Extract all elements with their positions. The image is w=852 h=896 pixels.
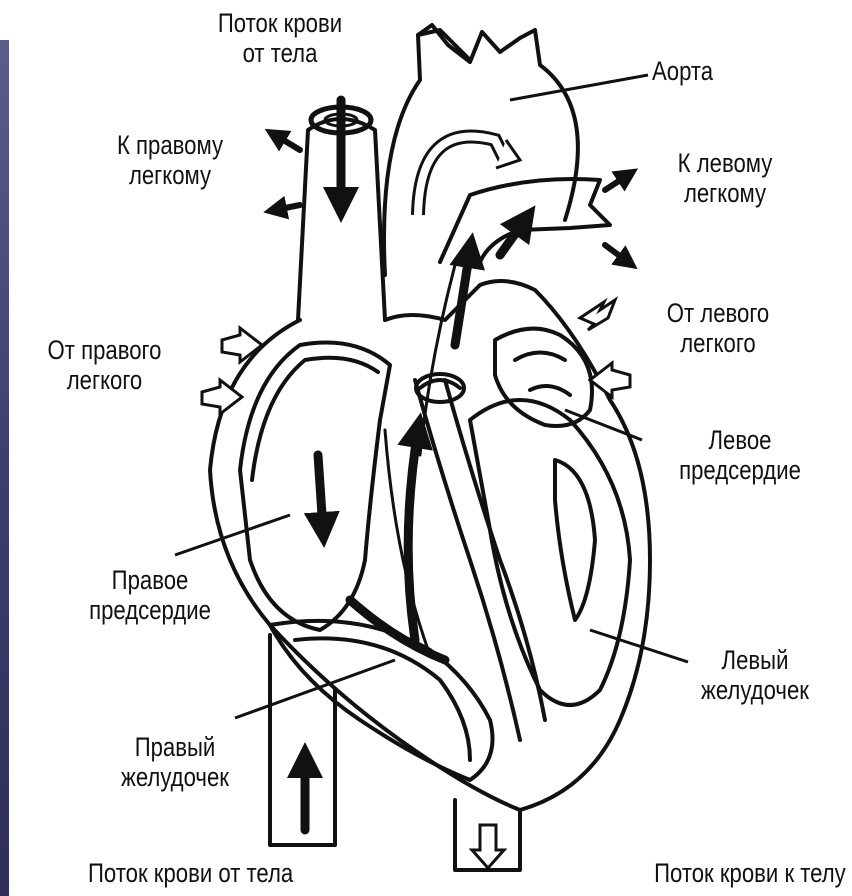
aorta-outline [384,25,578,275]
flow-arrow-ventricle [350,600,445,660]
flow-arrow-up-ventricle [408,430,418,640]
label-aorta: Аорта [652,56,713,86]
arrow-to-right-lung-1 [275,135,300,150]
leader-right-atrium [175,515,290,555]
flow-arrow-right-atrium [318,455,323,530]
leader-aorta [510,75,648,100]
label-to-left-lung: К левому легкому [655,148,794,208]
arrow-to-left-lung-2 [605,245,628,262]
label-left-ventricle: Левый желудочек [677,645,833,705]
arrow-from-right-lung-1 [222,328,262,362]
arrow-from-left-lung-2 [590,363,630,397]
label-right-ventricle: Правый желудочек [93,732,257,792]
label-flow-from-body-bottom: Поток крови от тела [88,858,293,888]
label-to-right-lung: К правому легкому [92,130,248,190]
label-flow-from-body-top: Поток крови от тела [198,8,362,68]
label-left-atrium: Левое предсердие [658,425,822,485]
arrow-to-right-lung-2 [275,205,300,210]
label-right-atrium: Правое предсердие [64,565,236,625]
arrow-to-body [472,825,504,868]
arrow-from-left-lung-1 [580,300,615,330]
arrow-to-left-lung-1 [605,175,628,190]
label-from-right-lung: От правого легкого [29,335,181,395]
arrow-from-right-lung-2 [202,380,242,414]
aorta-flow-arrow [418,137,505,215]
left-ventricle-wall [470,400,630,705]
label-flow-to-body: Поток крови к телу [654,858,846,888]
label-from-left-lung: От левого легкого [644,298,792,358]
right-atrium-wall [240,343,390,631]
